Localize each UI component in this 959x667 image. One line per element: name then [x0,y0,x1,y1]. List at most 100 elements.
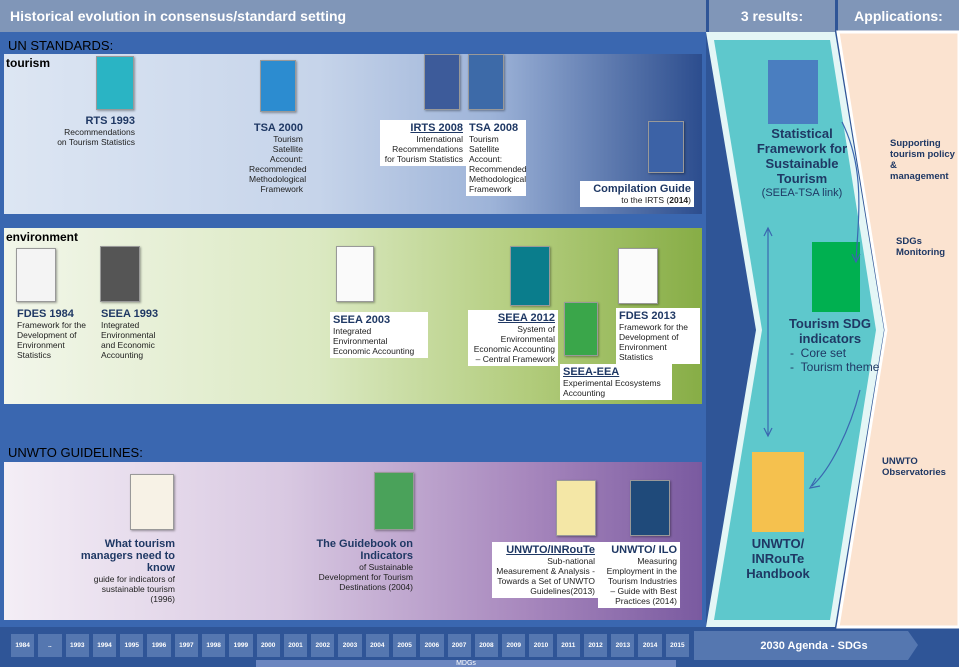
result-2: Tourism SDG indicators - Core set - Tour… [776,316,884,374]
guidebook-cover [374,472,414,530]
seea-eea-title[interactable]: SEEA-EEA [563,366,620,378]
inroute-title[interactable]: UNWTO/INRouTe [506,544,595,556]
inroute-desc: Sub-national Measurement & Analysis - To… [496,556,595,596]
timeline-year: 2000 [255,633,281,658]
timeline-year: 2002 [310,633,336,658]
applications-chevron [836,30,959,629]
fdes-1984-title: FDES 1984 [17,308,74,320]
compilation-guide-desc: to the IRTS (2014) [621,195,691,205]
fdes-2013-card: FDES 2013 Framework for the Development … [616,308,700,364]
timeline-year: 1995 [119,633,145,658]
main-header: Historical evolution in consensus/standa… [0,0,706,32]
result-1-title: Statistical Framework for Sustainable To… [756,126,848,186]
arrow-up-head [763,226,773,237]
agenda-label: 2030 Agenda - SDGs [760,640,868,652]
timeline-year: 2007 [446,633,472,658]
tsa-2008-cover [468,54,504,110]
application-sdgs: SDGs Monitoring [896,236,946,258]
un-standards-label: UN STANDARDS: [8,38,114,53]
tsa-2008-desc: Tourism Satellite Account: Recommended M… [469,134,527,194]
inroute-card: UNWTO/INRouTe Sub-national Measurement &… [492,542,598,598]
timeline-year: 2013 [610,633,636,658]
rts-1993-card: RTS 1993 Recommendations on Tourism Stat… [54,113,138,149]
seea-2003-title: SEEA 2003 [333,314,391,326]
result-1: Statistical Framework for Sustainable To… [748,126,856,201]
seea-2012-desc: System of Environmental Economic Account… [473,324,555,364]
seea-eea-card: SEEA-EEA Experimental Ecosystems Account… [560,364,672,400]
timeline-year: 2012 [582,633,609,658]
ilo-title: UNWTO/ ILO [611,544,677,556]
irts-2008-cover [424,54,460,110]
seea-2012-title[interactable]: SEEA 2012 [497,312,555,324]
tsa-2008-card: TSA 2008 Tourism Satellite Account: Reco… [466,120,527,196]
rts-1993-title: RTS 1993 [85,115,135,127]
timeline-year: 2004 [364,633,390,658]
sdg-indicators-box [812,242,860,312]
arrow-down-head [763,427,773,438]
compilation-guide-card: Compilation Guide to the IRTS (2014) [580,181,694,207]
ilo-card: UNWTO/ ILO Measuring Employment in the T… [598,542,680,608]
tsa-2000-title: TSA 2000 [253,122,303,134]
compilation-guide-title: Compilation Guide [593,183,691,195]
timeline-year: 2006 [419,633,445,658]
rts-1993-cover [96,56,134,110]
results-heading: 3 results: [740,8,804,24]
fdes-2013-desc: Framework for the Development of Environ… [619,322,688,362]
applications-header: Applications: [838,0,959,32]
inroute-handbook-box [752,452,804,532]
page-title: Historical evolution in consensus/standa… [10,8,347,24]
wtm-title: What tourism managers need to know [80,538,175,574]
mdgs-bar: MDGs [256,660,676,667]
irts-2008-title[interactable]: IRTS 2008 [410,122,463,134]
statistical-framework-box [768,60,818,124]
results-header: 3 results: [709,0,835,32]
timeline-year: 2011 [555,633,581,658]
seea-2012-cover [510,246,550,306]
seea-2003-desc: Integrated Environmental Economic Accoun… [333,326,415,356]
irts-2008-desc: International Recommendations for Touris… [384,134,463,164]
timeline-year: 1984 [10,633,36,658]
mdgs-label: MDGs [456,660,476,667]
applications-heading: Applications: [854,8,943,24]
timeline-year: 1994 [91,633,118,658]
wtm-card: What tourism managers need to know guide… [76,536,178,606]
inroute-cover [556,480,596,536]
seea-eea-desc: Experimental Ecosystems Accounting [563,378,661,398]
tsa-2000-card: TSA 2000 Tourism Satellite Account: Reco… [246,120,307,196]
result-3-title: UNWTO/ INRouTe Handbook [746,536,810,581]
timeline-year: 1993 [64,633,90,658]
guidebook-card: The Guidebook on Indicators of Sustainab… [306,536,416,594]
timeline-year: 2009 [501,633,527,658]
link-sdg-handbook [811,389,861,487]
tsa-2000-desc: Tourism Satellite Account: Recommended M… [249,134,307,194]
irts-2008-card: IRTS 2008 International Recommendations … [380,120,466,166]
timeline-year: 2005 [391,633,418,658]
result-2-item-theme: - Tourism theme [790,360,880,374]
fdes-2013-title: FDES 2013 [619,310,676,322]
compilation-guide-cover [648,121,684,173]
application-observatories: UNWTO Observatories [882,456,946,478]
timeline-year: 2008 [473,633,500,658]
seea-1993-desc: Integrated Environmental and Economic Ac… [101,320,156,360]
ilo-cover [630,480,670,536]
seea-2003-card: SEEA 2003 Integrated Environmental Econo… [330,312,428,358]
tsa-2008-title: TSA 2008 [469,122,519,134]
fdes-1984-desc: Framework for the Development of Environ… [17,320,86,360]
timeline-year: 2003 [337,633,363,658]
timeline-year: 2015 [664,633,691,658]
fdes-2013-cover [618,248,658,304]
timeline-year: 2014 [637,633,663,658]
wtm-desc: guide for indicators of sustainable tour… [93,574,175,604]
timeline-year: .. [37,633,63,658]
result-2-item-core: - Core set [790,346,847,360]
unwto-guidelines-label: UNWTO GUIDELINES: [8,445,143,460]
ilo-desc: Measuring Employment in the Tourism Indu… [606,556,677,606]
rts-1993-desc: Recommendations on Tourism Statistics [57,127,135,147]
result-1-sub: (SEEA-TSA link) [761,187,843,199]
result-3: UNWTO/ INRouTe Handbook [730,536,826,581]
